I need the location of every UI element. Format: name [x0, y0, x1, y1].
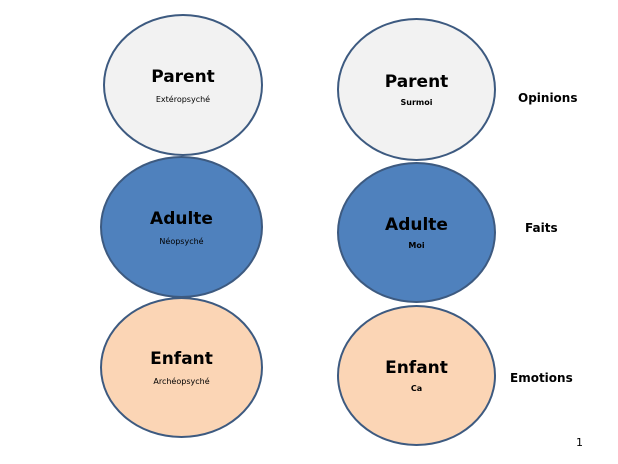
left-adult-circle: Adulte Néopsyché: [100, 156, 263, 298]
circle-title: Enfant: [385, 358, 448, 378]
label-emotions: Emotions: [510, 371, 573, 385]
left-parent-circle: Parent Extéropsyché: [103, 14, 263, 156]
circle-title: Adulte: [150, 208, 213, 229]
label-faits: Faits: [525, 221, 558, 235]
page-number: 1: [576, 436, 583, 449]
circle-title: Parent: [151, 66, 215, 87]
label-opinions: Opinions: [518, 91, 578, 105]
circle-subtitle: Ca: [410, 384, 423, 393]
circle-subtitle: Extéropsyché: [155, 94, 211, 104]
circle-subtitle: Archéopsyché: [153, 377, 210, 386]
right-adult-circle: Adulte Moi: [337, 162, 496, 303]
circle-subtitle: Moi: [408, 241, 425, 250]
circle-title: Parent: [384, 72, 449, 92]
circle-title: Adulte: [385, 215, 448, 235]
circle-subtitle: Néopsyché: [159, 236, 204, 246]
left-enfant-circle: Enfant Archéopsyché: [100, 297, 263, 438]
right-parent-circle: Parent Surmoi: [337, 18, 496, 161]
circle-subtitle: Surmoi: [400, 98, 433, 107]
circle-title: Enfant: [150, 349, 213, 369]
right-enfant-circle: Enfant Ca: [337, 305, 496, 446]
